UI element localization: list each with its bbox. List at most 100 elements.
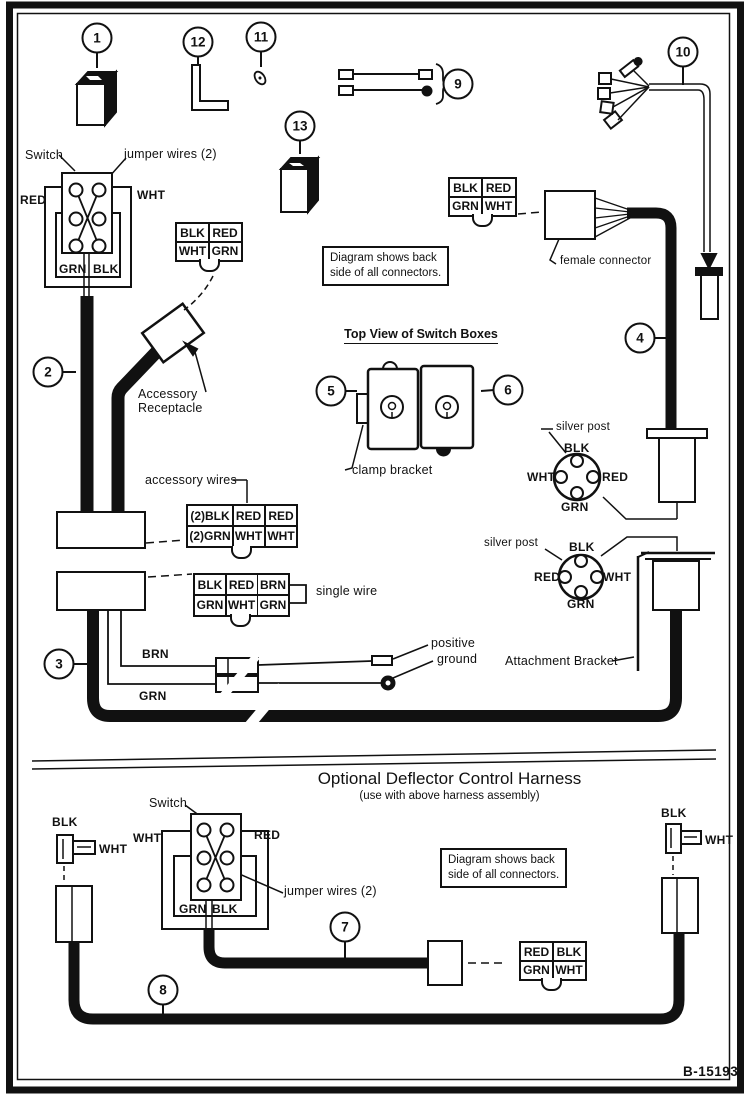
table-cell: (2)GRN	[188, 526, 232, 546]
switch-top-wht-label: WHT	[137, 188, 166, 202]
connector-tab	[472, 214, 493, 227]
attachment-bracket	[611, 551, 650, 671]
brn-wire-label: BRN	[142, 647, 169, 661]
silver-post-1	[541, 428, 602, 502]
table-cell: BLK	[195, 575, 225, 594]
callout-12-number: 12	[190, 34, 206, 50]
jumper-wires-label-bottom: jumper wires (2)	[284, 884, 377, 898]
callout-10: 10	[667, 36, 699, 68]
callout-2: 2	[32, 356, 64, 388]
table-cell: BLK	[177, 224, 208, 241]
callout-leader-lines	[62, 337, 667, 1017]
accessory-receptacle-label-2: Receptacle	[138, 401, 203, 415]
watermark-streaks	[220, 653, 286, 733]
callout-5: 5	[315, 375, 347, 407]
cylinder-post-2	[600, 536, 715, 611]
single-wire-label: single wire	[316, 584, 378, 598]
callout-7: 7	[329, 911, 361, 943]
deflector-left-connector	[56, 834, 96, 884]
table-cell: BLK	[450, 179, 481, 196]
deflector-subtitle: (use with above harness assembly)	[359, 790, 540, 802]
callout-9-number: 9	[454, 76, 462, 92]
top-view-title: Top View of Switch Boxes	[344, 327, 498, 344]
silver-post-2-blk: BLK	[569, 540, 595, 554]
table-cell: GRN	[258, 595, 288, 615]
accessory-wires-table: (2)BLK RED (2)GRN WHT	[186, 504, 266, 548]
switch-bottom-wht-label: WHT	[133, 831, 162, 845]
table-cell: RED	[226, 575, 257, 594]
page-frame	[6, 1, 744, 1094]
callout-7-number: 7	[341, 919, 349, 935]
connector-tab	[230, 614, 251, 627]
table-cell: WHT	[266, 526, 296, 546]
switch-top-red-label: RED	[20, 193, 47, 207]
callout-4-number: 4	[636, 330, 644, 346]
jumper-wires-label-top: jumper wires (2)	[124, 147, 217, 161]
note-back-side-bottom: Diagram shows back side of all connector…	[440, 848, 568, 888]
connector-tab	[541, 978, 562, 991]
callout-11: 11	[245, 21, 277, 53]
note-line: Diagram shows back	[448, 854, 555, 866]
switch-boxes-top-view	[344, 361, 475, 471]
note-line: side of all connectors.	[448, 868, 560, 881]
note-line: Diagram shows back	[330, 252, 437, 264]
silver-post-2-wht: WHT	[603, 570, 632, 584]
switch-bottom-blk-label: BLK	[212, 902, 238, 916]
table-cell: BLK	[553, 943, 585, 960]
table-cell: WHT	[233, 526, 264, 546]
silver-post-2-red: RED	[534, 570, 561, 584]
silver-post-1-wht: WHT	[527, 470, 556, 484]
silver-post-1-label: silver post	[556, 421, 610, 433]
positive-label: positive	[431, 636, 475, 650]
note-back-side-top: Diagram shows back side of all connector…	[322, 246, 450, 286]
connector-tab	[231, 546, 252, 559]
table-cell: BRN	[258, 575, 288, 594]
table-cell: RED	[209, 224, 241, 241]
top-switch-assembly	[44, 154, 132, 297]
table-cell: GRN	[195, 595, 225, 615]
table-cell: GRN	[450, 197, 481, 215]
female-connector-table: BLK RED GRN WHT	[448, 177, 517, 217]
deflector-connector-table: RED BLK GRN WHT	[519, 941, 587, 981]
silver-post-1-red: RED	[602, 470, 629, 484]
deflector-switch-assembly	[161, 804, 284, 930]
grn-wire-label: GRN	[139, 689, 167, 703]
left-connector-wht-label: WHT	[99, 842, 128, 856]
female-connector	[517, 190, 677, 429]
item-9-terminal-wires	[338, 63, 449, 105]
callout-5-number: 5	[327, 383, 335, 399]
table-cell: RED	[233, 506, 264, 525]
table-cell: WHT	[177, 242, 208, 260]
main-loop-wire	[87, 608, 682, 722]
switch-bottom-red-label: RED	[254, 828, 281, 842]
ground-label: ground	[437, 652, 478, 666]
callout-4: 4	[624, 322, 656, 354]
silver-post-2-grn: GRN	[567, 597, 595, 611]
note-line: side of all connectors.	[330, 266, 442, 279]
connector-tab	[199, 259, 220, 272]
item-1-switch-3d	[74, 52, 119, 128]
accessory-wires-extra-col: RED WHT	[264, 504, 298, 548]
item-13-switch-3d	[278, 140, 321, 215]
callout-11-number: 11	[253, 29, 269, 45]
callout-10-number: 10	[675, 44, 691, 60]
callout-13-number: 13	[292, 118, 308, 134]
silver-post-2-label: silver post	[484, 537, 538, 549]
callout-6-number: 6	[504, 382, 512, 398]
accessory-wires-label: accessory wires	[145, 473, 237, 487]
callout-2-number: 2	[44, 364, 52, 380]
table-cell: (2)BLK	[188, 506, 232, 525]
switch-top-blk-label: BLK	[93, 262, 119, 276]
clamp-bracket-label: clamp bracket	[352, 463, 433, 477]
silver-post-2	[544, 548, 605, 601]
callout-8: 8	[147, 974, 179, 1006]
item-12-bracket	[191, 56, 229, 111]
item-11-grommet	[253, 51, 267, 86]
deflector-loop-wire	[55, 877, 699, 1025]
female-connector-label: female connector	[560, 255, 652, 267]
table-cell: WHT	[226, 595, 257, 615]
section-divider-line	[31, 749, 717, 770]
figure-number: B-15193	[683, 1064, 739, 1079]
callout-3-number: 3	[55, 656, 63, 672]
